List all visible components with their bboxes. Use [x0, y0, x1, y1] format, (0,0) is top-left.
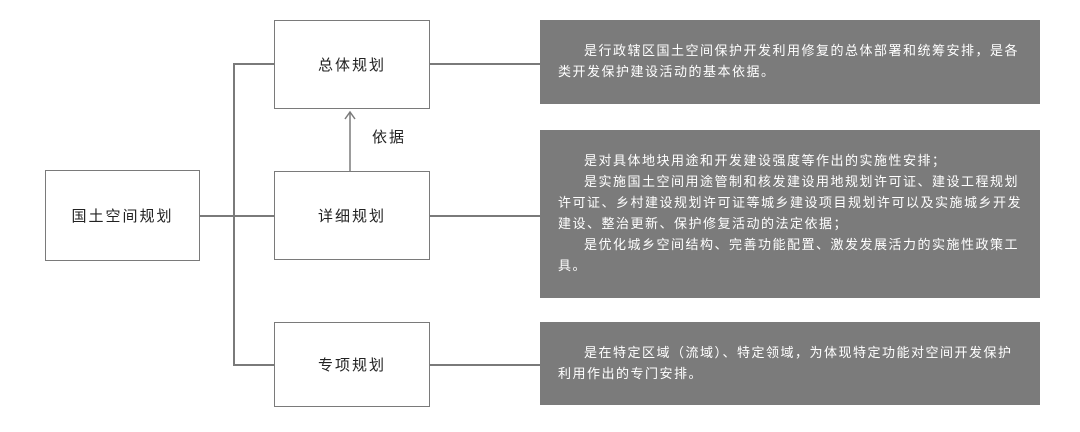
connector-special [233, 364, 274, 366]
trunk-line [233, 63, 235, 365]
description-paragraph: 是实施国土空间用途管制和核发建设用地规划许可证、建设工程规划许可证、乡村建设规划… [558, 175, 1023, 232]
basis-arrow [344, 110, 356, 171]
link-detail-desc [430, 215, 540, 217]
special-plan-box: 专项规划 [274, 322, 430, 407]
detailed-plan-description: 是对具体地块用途和开发建设强度等作出的实施性安排； 是实施国土空间用途管制和核发… [540, 130, 1040, 298]
connector-overall [233, 63, 274, 65]
link-overall-desc [430, 63, 540, 65]
description-paragraph: 是行政辖区国土空间保护开发利用修复的总体部署和统筹安排，是各类开发保护建设活动的… [558, 44, 1020, 80]
root-node-box: 国土空间规划 [45, 170, 200, 261]
basis-label: 依据 [372, 128, 407, 146]
special-plan-description: 是在特定区域（流域）、特定领域，为体现特定功能对空间开发保护利用作出的专门安排。 [540, 322, 1040, 405]
description-paragraph: 是在特定区域（流域）、特定领域，为体现特定功能对空间开发保护利用作出的专门安排。 [558, 345, 1013, 382]
overall-plan-description: 是行政辖区国土空间保护开发利用修复的总体部署和统筹安排，是各类开发保护建设活动的… [540, 20, 1040, 104]
description-paragraph: 是对具体地块用途和开发建设强度等作出的实施性安排； [584, 154, 947, 169]
link-special-desc [430, 364, 540, 366]
overall-plan-box: 总体规划 [274, 20, 430, 109]
description-paragraph: 是优化城乡空间结构、完善功能配置、激发发展活力的实施性政策工具。 [558, 238, 1020, 274]
detailed-plan-box: 详细规划 [274, 171, 430, 260]
connector-detail [233, 215, 274, 217]
root-connector [200, 215, 234, 217]
